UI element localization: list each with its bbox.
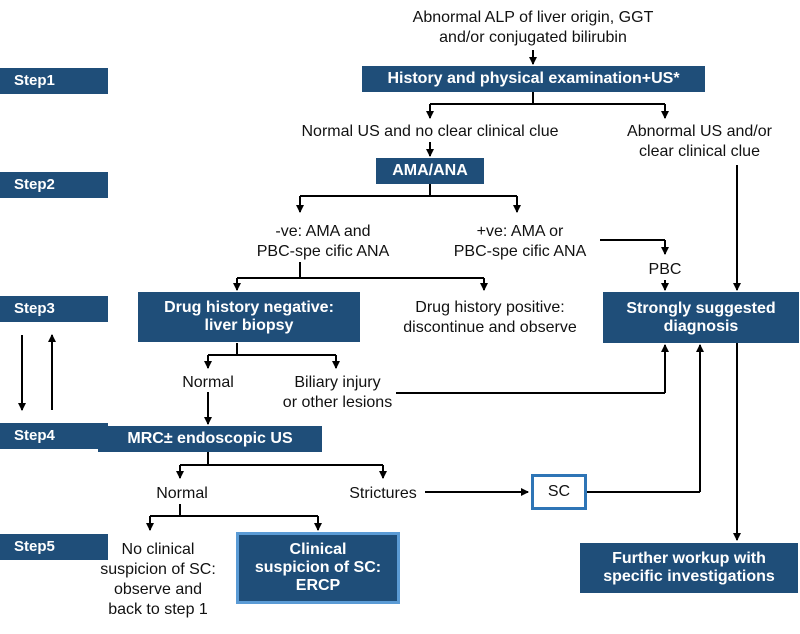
further-workup-box: Further workup with specific investigati…: [580, 543, 798, 593]
ama-ana-box: AMA/ANA: [376, 158, 484, 184]
normal-mrc-text: Normal: [156, 485, 208, 502]
pos-result-text: +ve: AMA or PBC-spe cific ANA: [453, 223, 587, 260]
strongly-suggested-box: Strongly suggested diagnosis: [603, 292, 799, 343]
pbc-text: PBC: [648, 261, 682, 278]
start-text: Abnormal ALP of liver origin, GGT and/or…: [412, 9, 654, 46]
step-3-label: Step3: [0, 296, 108, 322]
neg-result-text: -ve: AMA and PBC-spe cific ANA: [256, 223, 390, 260]
mrc-box: MRC± endoscopic US: [98, 426, 322, 452]
step-1-label: Step1: [0, 68, 108, 94]
biliary-injury-text: Biliary injury or other lesions: [282, 374, 393, 411]
normal-biopsy-text: Normal: [182, 374, 234, 391]
history-box: History and physical examination+US*: [362, 66, 705, 92]
sc-box: SC: [531, 474, 587, 510]
normal-us-text: Normal US and no clear clinical clue: [301, 123, 559, 140]
step-2-label: Step2: [0, 172, 108, 198]
step-5-label: Step5: [0, 534, 108, 560]
abnormal-us-text: Abnormal US and/or clear clinical clue: [627, 123, 772, 160]
strictures-text: Strictures: [349, 485, 417, 502]
clinical-suspicion-box: Clinical suspicion of SC: ERCP: [236, 532, 400, 604]
drug-positive-text: Drug history positive: discontinue and o…: [403, 299, 577, 336]
no-suspicion-text: No clinical suspicion of SC: observe and…: [100, 541, 216, 618]
drug-negative-box: Drug history negative: liver biopsy: [138, 292, 360, 342]
step-4-label: Step4: [0, 423, 108, 449]
